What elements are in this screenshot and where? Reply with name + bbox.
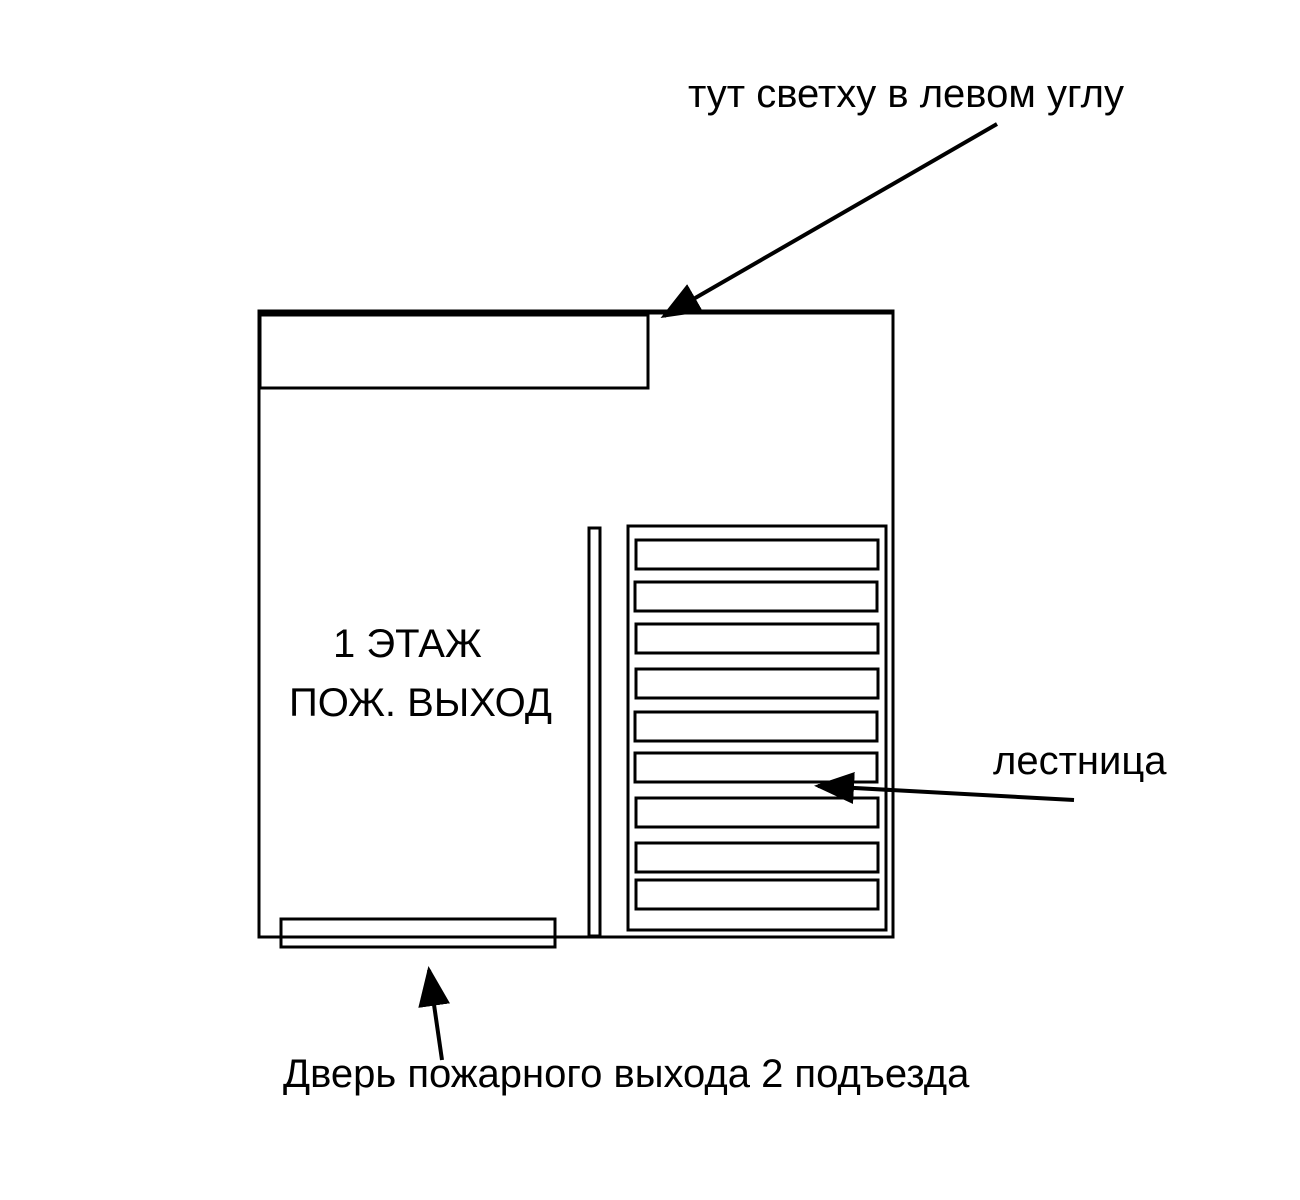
window-callout-label: тут светху в левом углу (688, 72, 1125, 116)
stair-step (634, 841, 880, 874)
window-callout-arrow (660, 122, 998, 318)
partition-wall (587, 526, 602, 938)
upper-left-window (258, 313, 650, 390)
floor-label: 1 ЭТАЖ (333, 622, 482, 666)
stair-step (633, 580, 879, 613)
stair-step (634, 667, 880, 700)
stair-step (634, 622, 880, 655)
stair-step (634, 538, 880, 571)
fire-exit-door (279, 917, 557, 949)
stair-step (633, 751, 879, 784)
fire-exit-label: ПОЖ. ВЫХОД (289, 681, 552, 725)
stair-step (634, 878, 880, 911)
stairs-callout-arrow (814, 771, 1075, 804)
stair-step (633, 710, 879, 743)
staircase-outline (626, 524, 888, 932)
stair-step (634, 796, 880, 829)
stairs-callout-label: лестница (993, 739, 1167, 783)
door-callout-label: Дверь пожарного выхода 2 подъезда (283, 1052, 970, 1096)
door-callout-arrow (418, 966, 450, 1061)
